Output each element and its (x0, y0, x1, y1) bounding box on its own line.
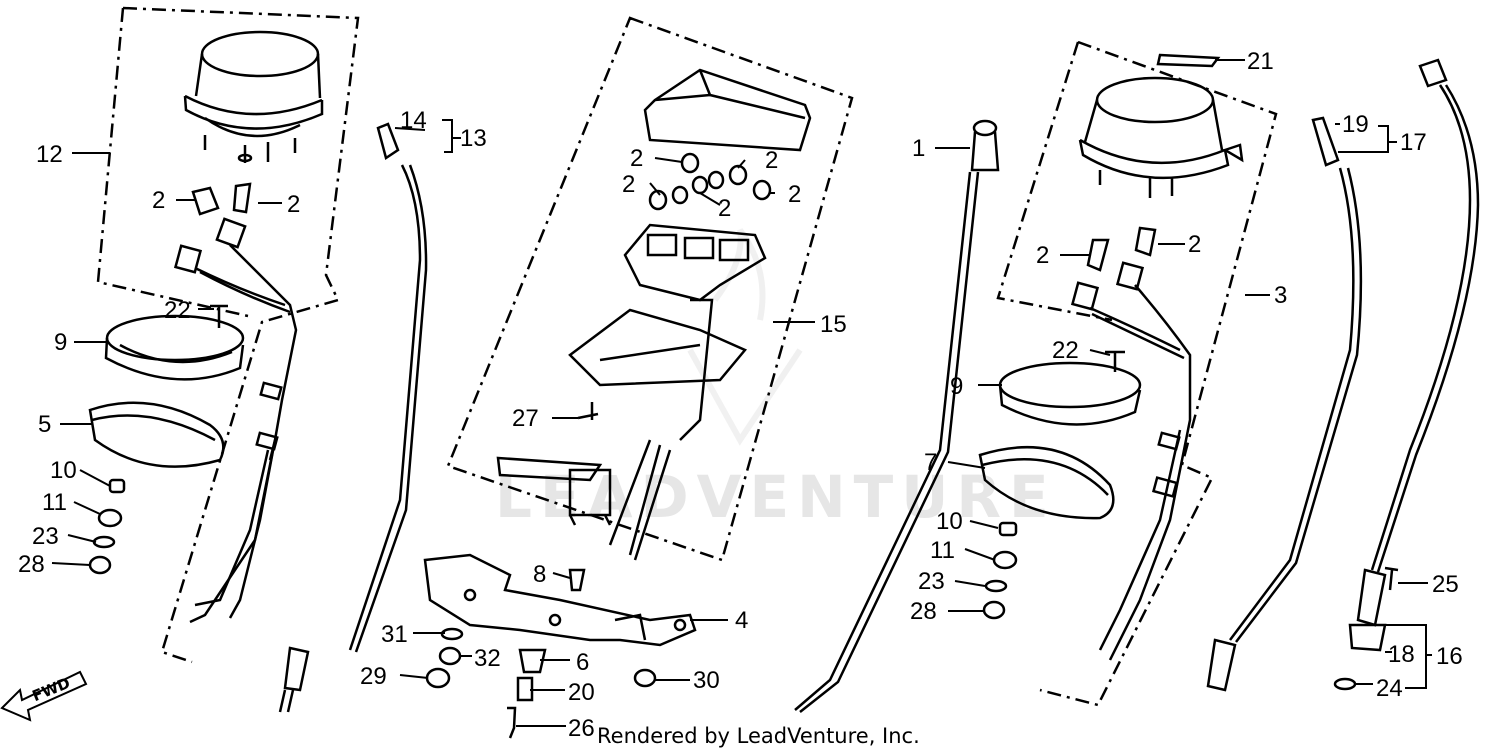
callout-12: 12 (36, 141, 63, 168)
callout-31: 31 (381, 621, 408, 648)
callout-8: 8 (533, 561, 546, 588)
leader-lines (51, 59, 1432, 727)
callout-21: 21 (1247, 48, 1274, 75)
callout-6: 6 (576, 649, 589, 676)
callout-22-left: 22 (164, 297, 191, 324)
callout-18: 18 (1388, 641, 1415, 668)
center-harness (496, 298, 714, 561)
callout-2-right-b: 2 (1188, 231, 1201, 258)
center-bolt-27 (577, 402, 599, 420)
right-ring-9 (998, 361, 1142, 426)
callout-15: 15 (820, 311, 847, 338)
callout-10-left: 10 (50, 457, 77, 484)
callout-28-left: 28 (18, 551, 45, 578)
tape-21 (1156, 53, 1221, 68)
center-panel-assembly (446, 16, 854, 562)
callout-2-center-a: 2 (630, 145, 643, 172)
callout-17: 17 (1400, 129, 1427, 156)
callout-2-left-a: 2 (152, 187, 165, 214)
callout-29: 29 (360, 663, 387, 690)
callout-16: 16 (1436, 643, 1463, 670)
bottom-hardware (425, 568, 657, 739)
left-wiring (173, 217, 298, 624)
callout-14: 14 (400, 107, 427, 134)
right-hardware (982, 521, 1018, 620)
callout-11-left: 11 (42, 489, 67, 516)
callout-23-left: 23 (32, 523, 59, 550)
callout-7: 7 (924, 449, 937, 476)
watermark-text: LEADVENTURE (495, 463, 1057, 531)
left-cable-13 (278, 122, 428, 713)
bottom-stay-4 (423, 553, 697, 647)
nut-29 (425, 667, 451, 689)
callout-19: 19 (1342, 111, 1369, 138)
left-ring-9 (104, 314, 245, 381)
collar-20 (516, 676, 534, 702)
callout-11-right: 11 (930, 537, 955, 564)
right-cable-17 (1206, 116, 1363, 692)
callout-2-center-c: 2 (622, 171, 635, 198)
right-cable-16 (1333, 58, 1480, 691)
callout-13: 13 (460, 125, 487, 152)
right-case-7 (978, 445, 1115, 520)
callout-5: 5 (38, 411, 51, 438)
left-hardware (88, 478, 126, 575)
grommet-6 (518, 648, 547, 674)
left-gauge-assembly (88, 6, 360, 664)
bolt-26 (507, 706, 517, 739)
callout-25: 25 (1432, 571, 1459, 598)
callout-4: 4 (735, 607, 748, 634)
right-gauge-assembly (978, 40, 1278, 707)
rendered-by-text: Rendered by LeadVenture, Inc. (597, 724, 920, 748)
center-cable-1 (794, 119, 1000, 713)
callout-3: 3 (1274, 282, 1287, 309)
callout-2-center-e: 2 (718, 195, 731, 222)
callout-2-right-a: 2 (1036, 242, 1049, 269)
callout-22-right: 22 (1052, 337, 1079, 364)
callout-32: 32 (474, 645, 501, 672)
right-wiring (1070, 261, 1192, 661)
nut-32 (438, 646, 462, 666)
callout-20: 20 (568, 679, 595, 706)
callout-2-center-d: 2 (788, 181, 801, 208)
center-cover (643, 68, 812, 152)
left-screw-22 (210, 304, 228, 328)
center-bracket (568, 308, 748, 387)
callout-27: 27 (512, 405, 539, 432)
watermark-logo (687, 228, 803, 446)
callout-26: 26 (568, 715, 595, 742)
left-washer-2a (191, 186, 220, 216)
left-gauge-body (183, 30, 324, 163)
bolt-8 (568, 568, 586, 592)
callout-9-left: 9 (54, 329, 67, 356)
callout-2-center-b: 2 (765, 147, 778, 174)
left-case-5 (88, 401, 225, 468)
right-screw-22 (1105, 350, 1125, 372)
left-washer-2b (232, 182, 252, 214)
callout-10-right: 10 (936, 508, 963, 535)
center-indicator-housing (623, 223, 767, 302)
callout-23-right: 23 (918, 568, 945, 595)
callout-30: 30 (693, 667, 720, 694)
right-gauge-body (1078, 76, 1244, 198)
callout-1: 1 (912, 135, 925, 162)
nut-30 (633, 668, 657, 688)
fwd-arrow: FWD (0, 670, 88, 722)
callout-9-right: 9 (950, 373, 963, 400)
callout-labels: 12 2 2 22 9 5 10 11 23 28 14 13 2 2 2 2 … (18, 48, 1463, 742)
callout-24: 24 (1376, 675, 1403, 702)
callout-2-left-b: 2 (287, 191, 300, 218)
callout-28-right: 28 (910, 598, 937, 625)
